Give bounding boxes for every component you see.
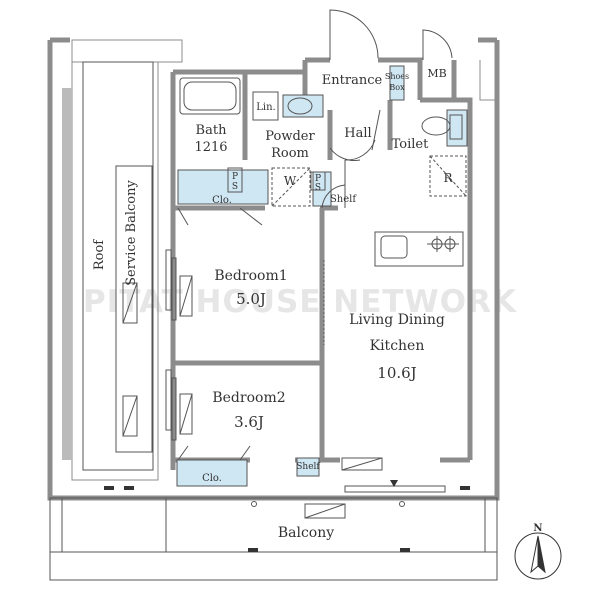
toilet-bowl [421,114,463,140]
entry-arrow [390,480,398,487]
room-label-powder: Powder [265,129,315,144]
windows [165,249,446,493]
roof-label: Roof [92,239,107,270]
doors [177,9,453,461]
room-label-ldk-line1: Living Dining [349,312,445,328]
storage-blocks [176,65,468,487]
room-size-bedroom1: 5.0J [236,290,266,308]
ps-right-label-line2: S [315,183,321,193]
refrigerator-space [429,155,467,197]
room-label-ldk-line2: Kitchen [370,338,425,354]
balcony-label: Balcony [278,525,334,541]
washer-label: W [284,174,297,188]
ps-right-label-line1: P [315,174,321,184]
bathtub [179,77,241,115]
roof-area [62,61,154,471]
room-size-bedroom2: 3.6J [234,413,264,431]
refrigerator-label: R [443,171,453,185]
ps-boxes [227,167,326,193]
room-label-toilet: Toilet [392,137,429,152]
shelf-label-upper: Shelf [330,194,357,205]
service-balcony-label: Service Balcony [124,179,139,285]
balcony-marks [248,548,410,552]
north-label: N [533,523,542,534]
room-label-bath: Bath [196,123,228,138]
room-label-entrance: Entrance [322,73,383,88]
washer-space [271,167,311,207]
room-label-bath-size: 1216 [194,140,227,155]
room-label-bedroom1: Bedroom1 [214,268,287,284]
shoes-box-label-line2: Box [389,83,405,92]
ps-left-label-line1: P [232,172,238,182]
room-size-ldk: 10.6J [377,364,416,382]
room-label-linen: Lin. [256,102,275,113]
closet-label-upper: Clo. [212,195,232,206]
closet-label-lower: Clo. [202,473,222,484]
washbasin [252,91,313,121]
ps-left-label-line2: S [232,182,238,192]
drain-marks [104,486,470,490]
service-balcony [115,165,153,453]
room-label-hall: Hall [344,126,371,141]
shoes-box-label-line1: Shoes [385,72,409,81]
kitchen-counter [374,231,464,267]
north-arrow-icon [514,532,562,580]
room-label-bedroom2: Bedroom2 [212,390,285,406]
room-label-powder-room: Room [271,146,309,161]
shelf-label-lower: Shelf [296,462,320,472]
watermark: PITAT HOUSE NETWORK [83,284,517,320]
room-label-mb: MB [427,67,446,80]
balcony-area [49,497,498,581]
interior-walls [170,57,473,470]
